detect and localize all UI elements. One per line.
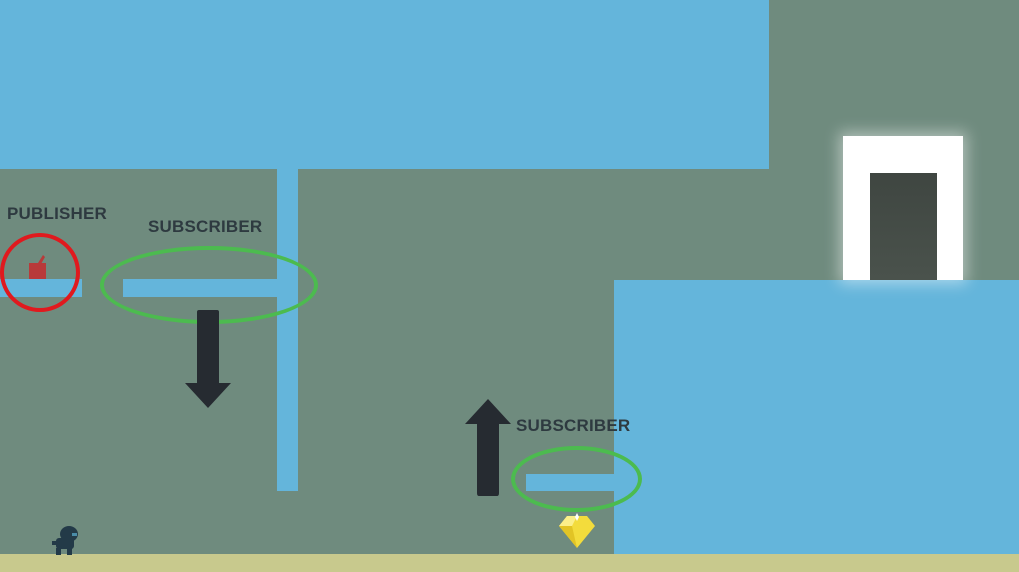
- player-character-icon[interactable]: [50, 525, 82, 555]
- right-raised-block: [614, 280, 1019, 554]
- publisher-label: PUBLISHER: [7, 204, 108, 223]
- ceiling-block: [0, 0, 769, 169]
- ground: [0, 554, 1019, 572]
- arrow-down-icon: [185, 310, 231, 408]
- gem-icon: [559, 513, 595, 548]
- exit-door: [843, 136, 963, 280]
- vertical-pillar: [277, 169, 298, 491]
- exit-door-inner: [870, 173, 937, 280]
- subscriber-label-bottom: SUBSCRIBER: [516, 416, 631, 435]
- subscriber-label-top: SUBSCRIBER: [148, 217, 263, 236]
- subscriber-ring-bottom: [511, 446, 642, 512]
- arrow-up-icon: [465, 399, 511, 496]
- publisher-ring: [0, 233, 80, 312]
